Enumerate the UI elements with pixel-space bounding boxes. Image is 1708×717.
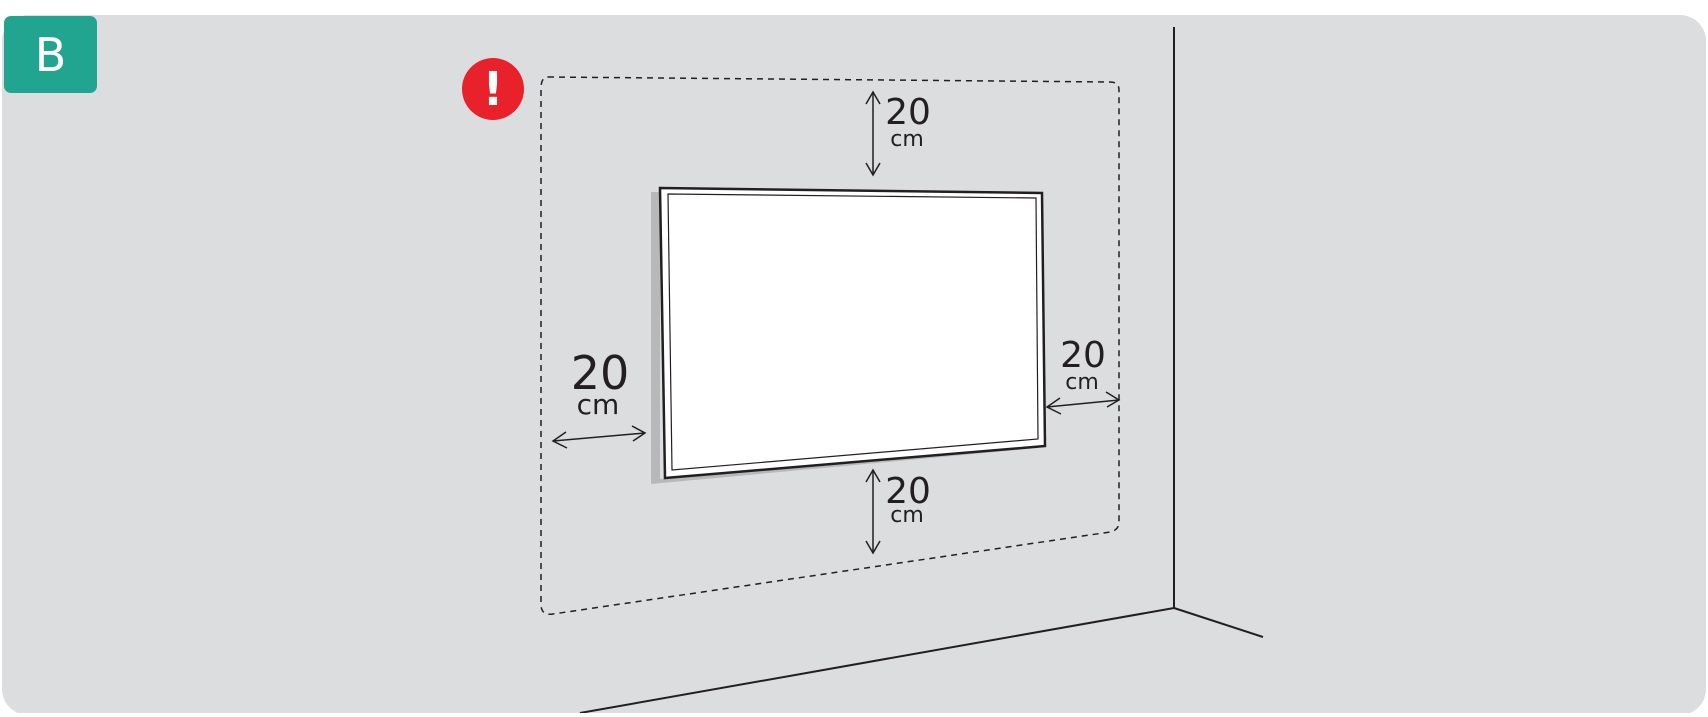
right-clearance-arrow <box>1045 391 1121 415</box>
top-clearance-arrow <box>865 90 881 177</box>
floor-edge-right <box>1173 607 1264 638</box>
panel-label: B <box>34 27 67 82</box>
bottom-clearance-unit: cm <box>890 503 924 528</box>
bottom-clearance-value: 20 <box>885 471 931 512</box>
clearance-zone-outline <box>540 76 1120 616</box>
tv-screen <box>667 193 1039 471</box>
warning-icon: ! <box>462 58 524 120</box>
left-clearance-arrow <box>551 425 647 449</box>
top-clearance-unit: cm <box>890 127 924 152</box>
right-clearance-unit: cm <box>1065 370 1099 395</box>
top-clearance-value: 20 <box>885 92 931 133</box>
left-clearance-value: 20 <box>571 346 630 400</box>
right-clearance-value: 20 <box>1060 335 1106 376</box>
panel-label-badge: B <box>4 16 97 93</box>
bottom-clearance-arrow <box>865 468 881 555</box>
floor-edge-left <box>579 607 1175 714</box>
left-clearance-unit: cm <box>577 388 620 421</box>
exclamation-icon: ! <box>482 62 504 116</box>
